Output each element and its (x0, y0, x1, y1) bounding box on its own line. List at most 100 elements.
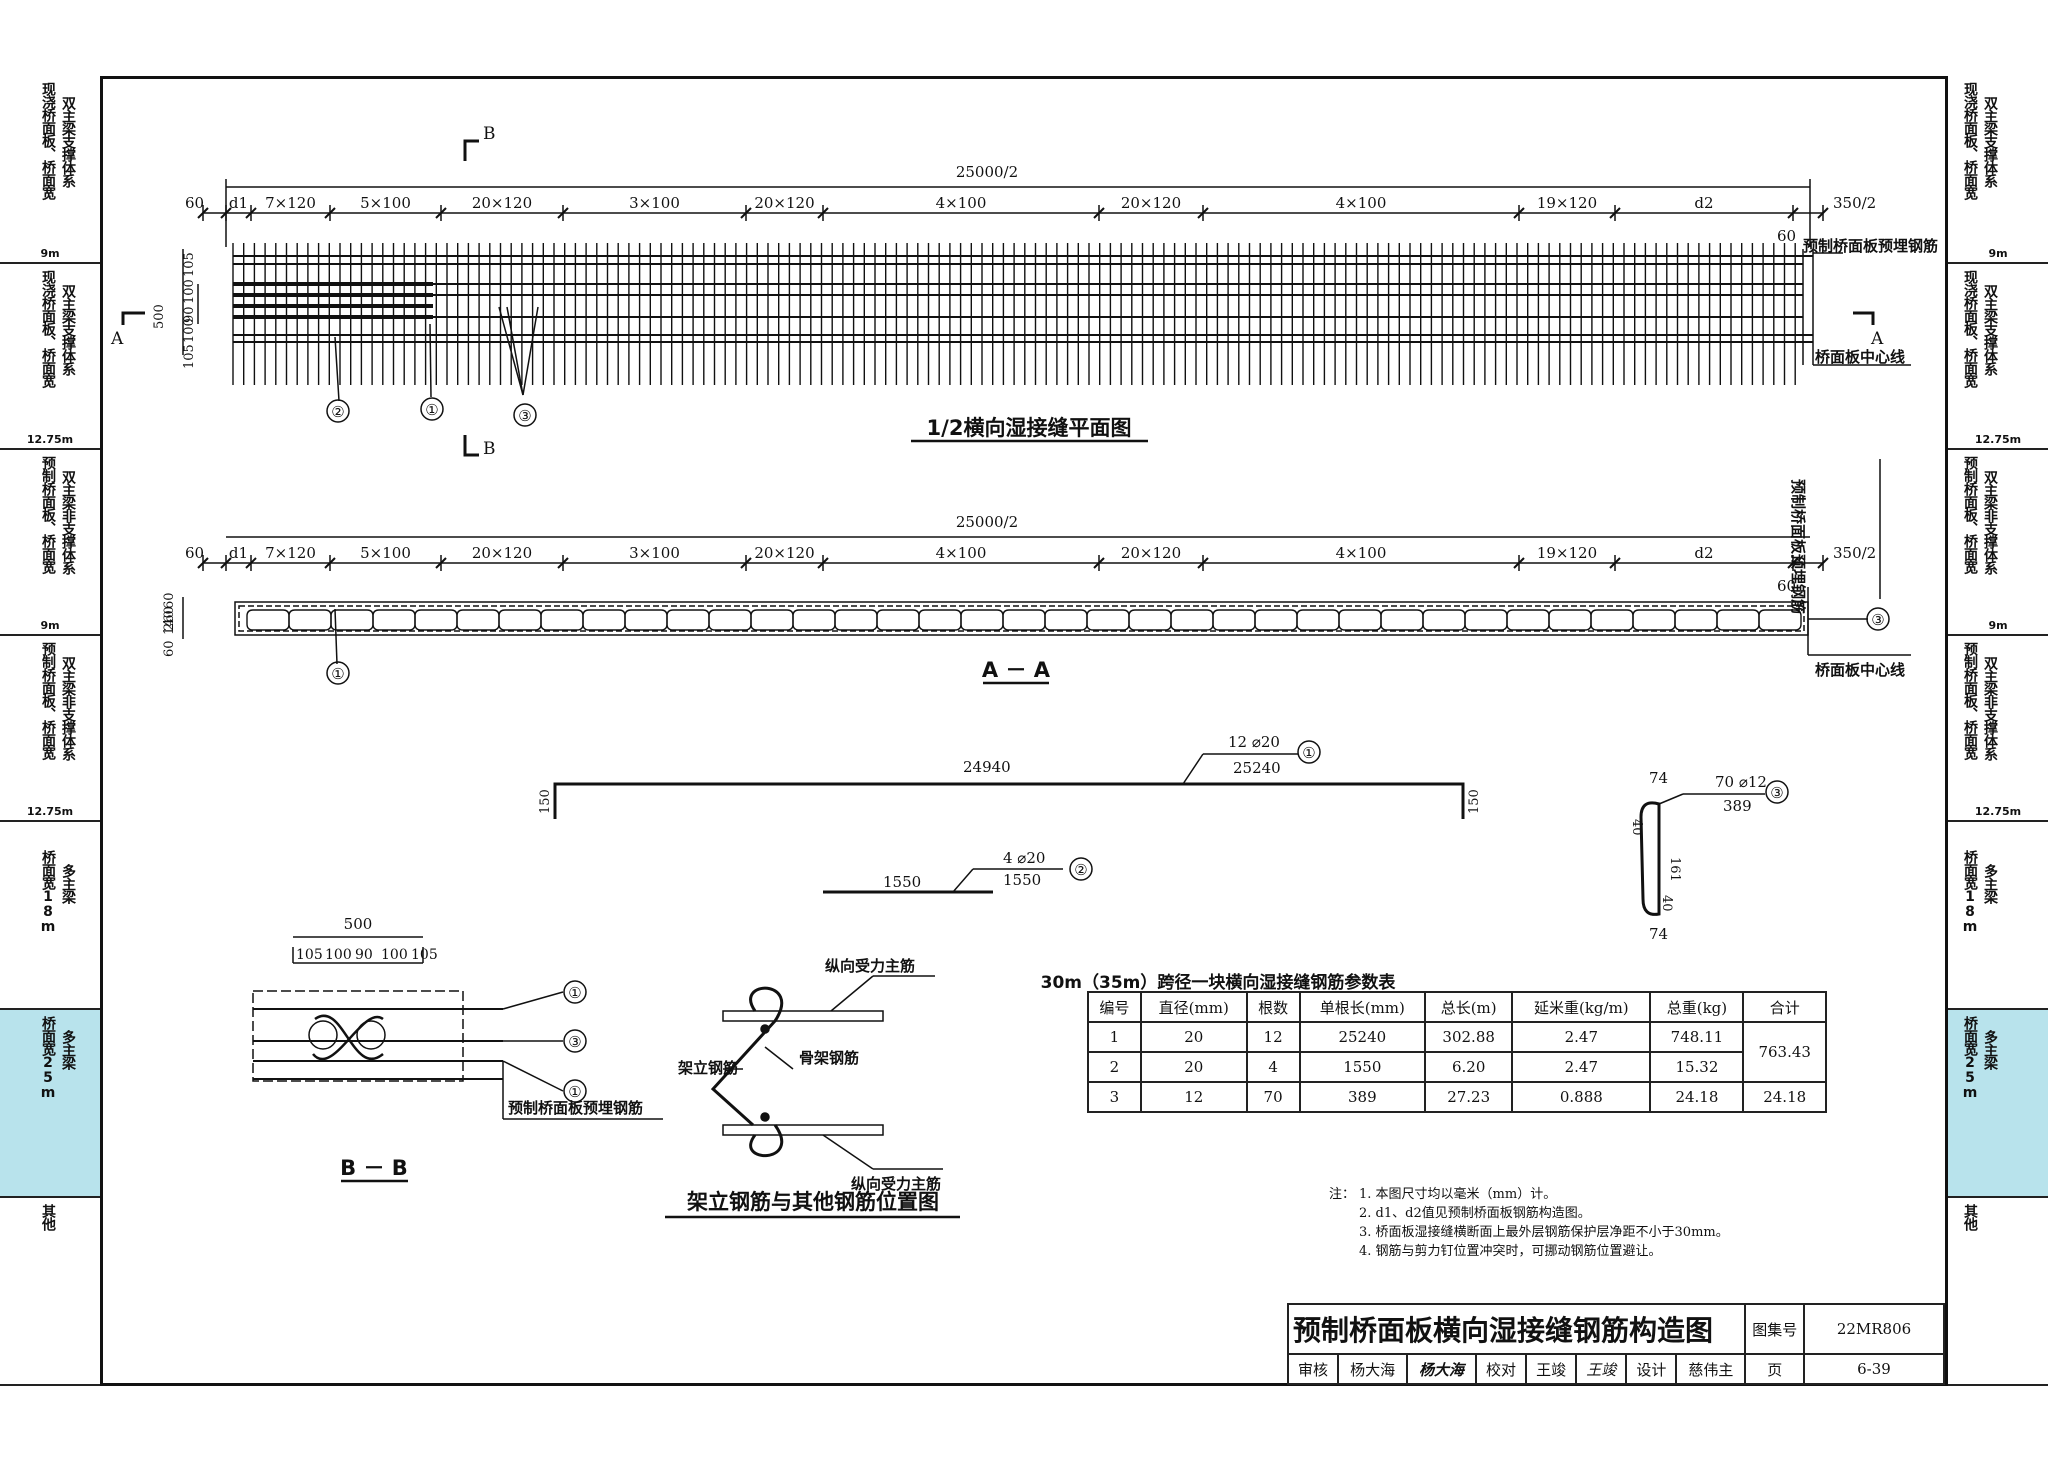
vertical-dimension-label: 60 (162, 592, 177, 609)
stirrup-label-frame: 骨架钢筋 (799, 1049, 859, 1067)
tab-label-secondary: 双主梁非支撑体系 (1982, 656, 1998, 760)
tab-label-secondary: 双主梁支撑体系 (60, 96, 76, 187)
plan-embedded-label: 预制桥面板预埋钢筋 (1803, 237, 1938, 255)
note-item: 2. d1、d2值见预制桥面板钢筋构造图。 (1359, 1206, 1591, 1221)
stirrup-link (1212, 609, 1256, 631)
table-cell: 20 (1139, 1051, 1248, 1083)
stirrup-link (1296, 609, 1340, 631)
aa-callout-1: ① (331, 665, 344, 683)
vertical-dimension-label: 90 (182, 306, 197, 323)
dimension-label: 3×100 (629, 544, 680, 562)
table-row: 1 20 12 25240 302.88 2.47 748.11 763.43 (1087, 1021, 1827, 1083)
table-row: 2 20 4 1550 6.20 2.47 15.32 (1087, 1051, 1826, 1083)
table-cell: 748.11 (1649, 1021, 1745, 1053)
tab-label-primary: 现浇桥面板、桥面宽 (1962, 82, 1978, 199)
table-cell: 389 (1298, 1081, 1427, 1113)
stirrup-link (1128, 609, 1172, 631)
table-cell: 27.23 (1424, 1081, 1514, 1113)
stirrup-link (1002, 609, 1046, 631)
bar3-dim-c: 161 (1667, 857, 1682, 882)
stirrup-link (1380, 609, 1424, 631)
tab-label-secondary: 多主梁 (1982, 864, 1998, 903)
checker-signature: 王竣 (1575, 1353, 1628, 1385)
tab-footer: 12.75m (1974, 805, 2022, 818)
dimension-label: 20×120 (754, 544, 814, 562)
vertical-dimension-label: 100 (182, 279, 197, 304)
section-a-mark-right: A (1870, 329, 1884, 349)
stirrup-link (1044, 609, 1088, 631)
dimension-label: 350/2 (1833, 194, 1876, 212)
tab-footer: 9m (40, 247, 60, 260)
table-cell: 2.47 (1511, 1051, 1652, 1083)
bar1-length: 24940 (963, 758, 1011, 776)
plan-callout-3: ③ (518, 407, 531, 425)
stirrup-link (1506, 609, 1550, 631)
tab-label-primary: 其他 (1962, 1204, 1978, 1230)
col-header: 合计 (1742, 991, 1827, 1023)
reviewer-name: 杨大海 (1337, 1353, 1409, 1385)
bb-dimension-label: 105 (296, 947, 323, 963)
bar3-qty: 70 ⌀12 (1715, 773, 1767, 791)
stirrup-link (246, 609, 290, 631)
table-cell: 1 (1087, 1021, 1142, 1053)
title-block: 预制桥面板横向湿接缝钢筋构造图 图集号 22MR806 审核 杨大海 杨大海 校… (1286, 1303, 1945, 1385)
tab-label-primary: 其他 (40, 1204, 56, 1230)
tab-label-primary: 桥面宽25m (40, 1016, 56, 1100)
section-b-mark-bottom: B (483, 439, 496, 459)
dimension-label: 350/2 (1833, 544, 1876, 562)
left-tab-6[interactable]: 其他 (0, 1198, 100, 1386)
dimension-label: 20×120 (472, 194, 532, 212)
dimension-label: 20×120 (1121, 194, 1181, 212)
table-cell: 24.18 (1649, 1081, 1745, 1113)
bb-embedded-label: 预制桥面板预埋钢筋 (508, 1099, 643, 1117)
dimension-label: 19×120 (1537, 194, 1597, 212)
tab-label-primary: 预制桥面板、桥面宽 (1962, 456, 1978, 573)
plan-title: 1/2横向湿接缝平面图 (927, 416, 1132, 440)
stirrup-title: 架立钢筋与其他钢筋位置图 (687, 1190, 939, 1214)
table-cell: 70 (1245, 1081, 1301, 1113)
stirrup-link (372, 609, 416, 631)
table-cell: 302.88 (1424, 1021, 1514, 1053)
bar2-total: 1550 (1003, 871, 1041, 889)
notes: 注： 1. 本图尺寸均以毫米（mm）计。 2. d1、d2值见预制桥面板钢筋构造… (1329, 1185, 1729, 1261)
right-tab-6[interactable]: 其他 (1948, 1198, 2048, 1386)
bb-callout-1b: ① (568, 1083, 581, 1101)
atlas-number: 22MR806 (1803, 1303, 1945, 1355)
bar2-length: 1550 (883, 873, 921, 891)
tab-label-primary: 现浇桥面板、桥面宽 (1962, 270, 1978, 387)
vertical-dimension-label: 105 (182, 344, 197, 369)
reviewer-signature: 杨大海 (1406, 1353, 1477, 1385)
drawing-title: 预制桥面板横向湿接缝钢筋构造图 (1286, 1303, 1747, 1355)
stirrup-link (288, 609, 332, 631)
section-b-mark-top: B (483, 124, 496, 144)
stirrup-link (456, 609, 500, 631)
table-cell: 6.20 (1424, 1051, 1514, 1083)
dimension-label: 4×100 (936, 544, 987, 562)
bar2-qty: 4 ⌀20 (1003, 849, 1045, 867)
plan-right-60: 60 (1777, 227, 1796, 245)
tab-label-primary: 桥面宽25m (1962, 1016, 1978, 1100)
stirrup-link (918, 609, 962, 631)
tab-footer: 12.75m (26, 433, 74, 446)
dimension-label: 20×120 (754, 194, 814, 212)
tab-footer: 9m (1988, 247, 2008, 260)
plan-callout-1: ① (425, 401, 438, 419)
bar1-qty: 12 ⌀20 (1228, 733, 1280, 751)
stirrup-link (1716, 609, 1760, 631)
dimension-label: 7×120 (265, 194, 316, 212)
